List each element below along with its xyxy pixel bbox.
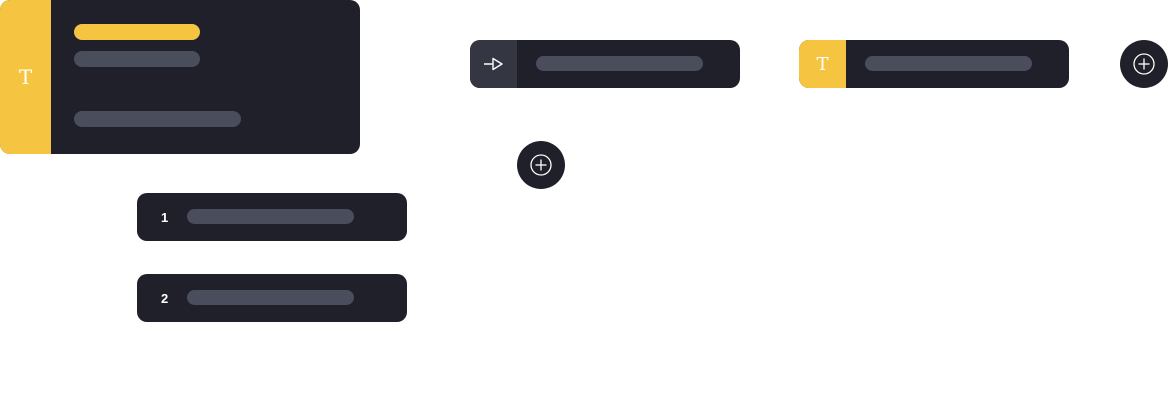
action-placeholder <box>536 56 703 71</box>
text-step-card[interactable]: T <box>799 40 1069 88</box>
action-card[interactable] <box>470 40 740 88</box>
add-circle-icon <box>1133 53 1155 75</box>
trigger-strip: T <box>0 0 51 154</box>
subtitle-placeholder <box>74 51 200 67</box>
action-icon-box <box>470 40 517 88</box>
item-placeholder <box>187 290 354 305</box>
add-step-button[interactable] <box>517 141 565 189</box>
title-placeholder <box>74 24 200 40</box>
description-placeholder <box>74 111 241 127</box>
add-step-button[interactable] <box>1120 40 1168 88</box>
list-item[interactable]: 1 <box>137 193 407 241</box>
t-letter-icon: T <box>816 53 829 75</box>
t-letter-icon: T <box>18 65 33 89</box>
item-number: 2 <box>161 290 169 306</box>
add-circle-icon <box>530 154 552 176</box>
text-step-placeholder <box>865 56 1032 71</box>
list-item[interactable]: 2 <box>137 274 407 322</box>
item-placeholder <box>187 209 354 224</box>
play-arrow-icon <box>483 57 503 71</box>
item-number: 1 <box>161 209 169 225</box>
trigger-card[interactable]: T <box>0 0 360 154</box>
text-step-strip: T <box>799 40 846 88</box>
